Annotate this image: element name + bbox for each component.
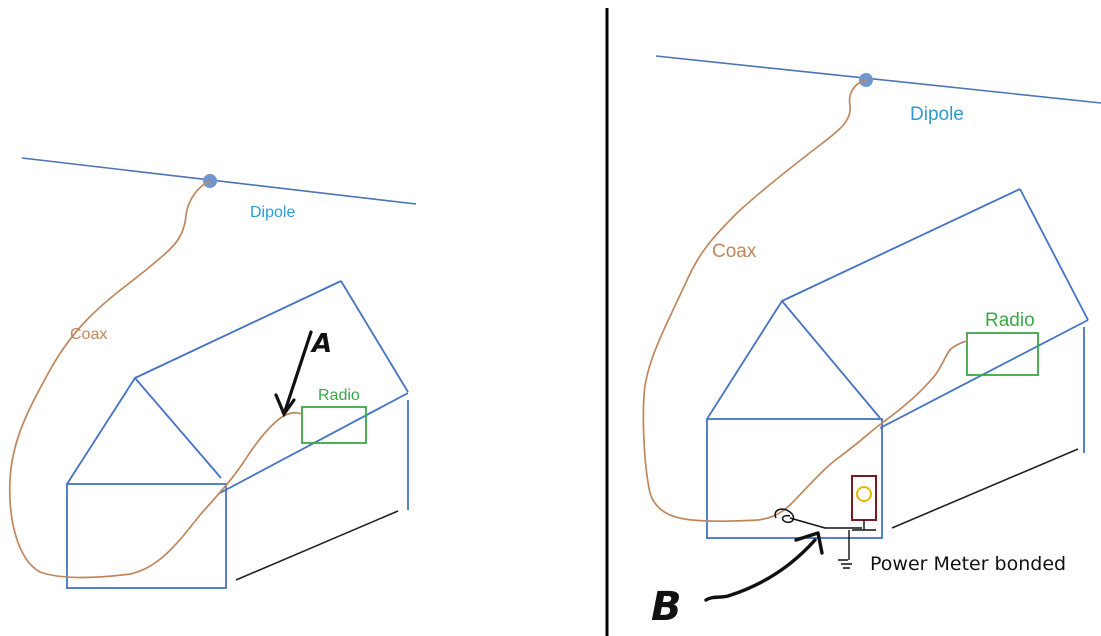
left-house-gable: [66, 376, 222, 485]
right-marker-label: B: [651, 584, 682, 630]
right-panel: Dipole Radio Coax P: [642, 55, 1101, 630]
right-radio-label: Radio: [985, 310, 1035, 331]
left-marker-label: A: [310, 329, 332, 359]
right-house-gable: [706, 299, 881, 420]
right-dipole-label: Dipole: [910, 104, 964, 125]
right-ground-bond: [774, 508, 862, 529]
left-marker-arrow: [274, 330, 313, 418]
left-dipole-label: Dipole: [250, 204, 295, 221]
right-marker-arrow: [704, 531, 824, 602]
right-house-front-wall: [706, 418, 883, 539]
right-dipole-wire: [655, 55, 1101, 104]
right-house-roof-end: [1019, 188, 1089, 321]
left-dipole-wire: [21, 157, 417, 205]
power-meter-dial: [856, 486, 872, 502]
left-house-base-line: [235, 510, 399, 581]
ground-symbol: [838, 559, 852, 569]
left-arrow-head: [274, 393, 296, 418]
right-house-eave: [879, 319, 1089, 429]
left-radio-label: Radio: [318, 387, 360, 404]
right-house: [706, 188, 1089, 539]
power-meter-box: [851, 475, 877, 521]
right-coax-ground-loop: [774, 508, 795, 524]
right-radio-box: [966, 332, 1039, 376]
left-house: [66, 280, 409, 589]
left-arrow-shaft: [282, 330, 313, 416]
right-bond-wire: [789, 517, 862, 529]
right-coax-label: Coax: [712, 241, 757, 262]
right-coax-line: [642, 79, 968, 523]
left-house-front-wall: [66, 483, 227, 589]
left-radio-box: [301, 406, 367, 444]
right-house-ridge: [781, 188, 1021, 302]
right-house-base-line: [891, 448, 1079, 529]
left-coax-label: Coax: [70, 326, 107, 343]
power-meter-label: Power Meter bonded: [870, 553, 1066, 575]
meter-ground-symbol: [838, 520, 876, 569]
left-house-roof-end: [340, 280, 409, 393]
left-coax-line: [8, 180, 303, 579]
right-arrow-shaft: [704, 538, 817, 602]
left-panel: Dipole Radio Coax A: [8, 157, 417, 589]
right-arrow-head: [794, 531, 824, 555]
left-house-ridge: [134, 280, 342, 379]
